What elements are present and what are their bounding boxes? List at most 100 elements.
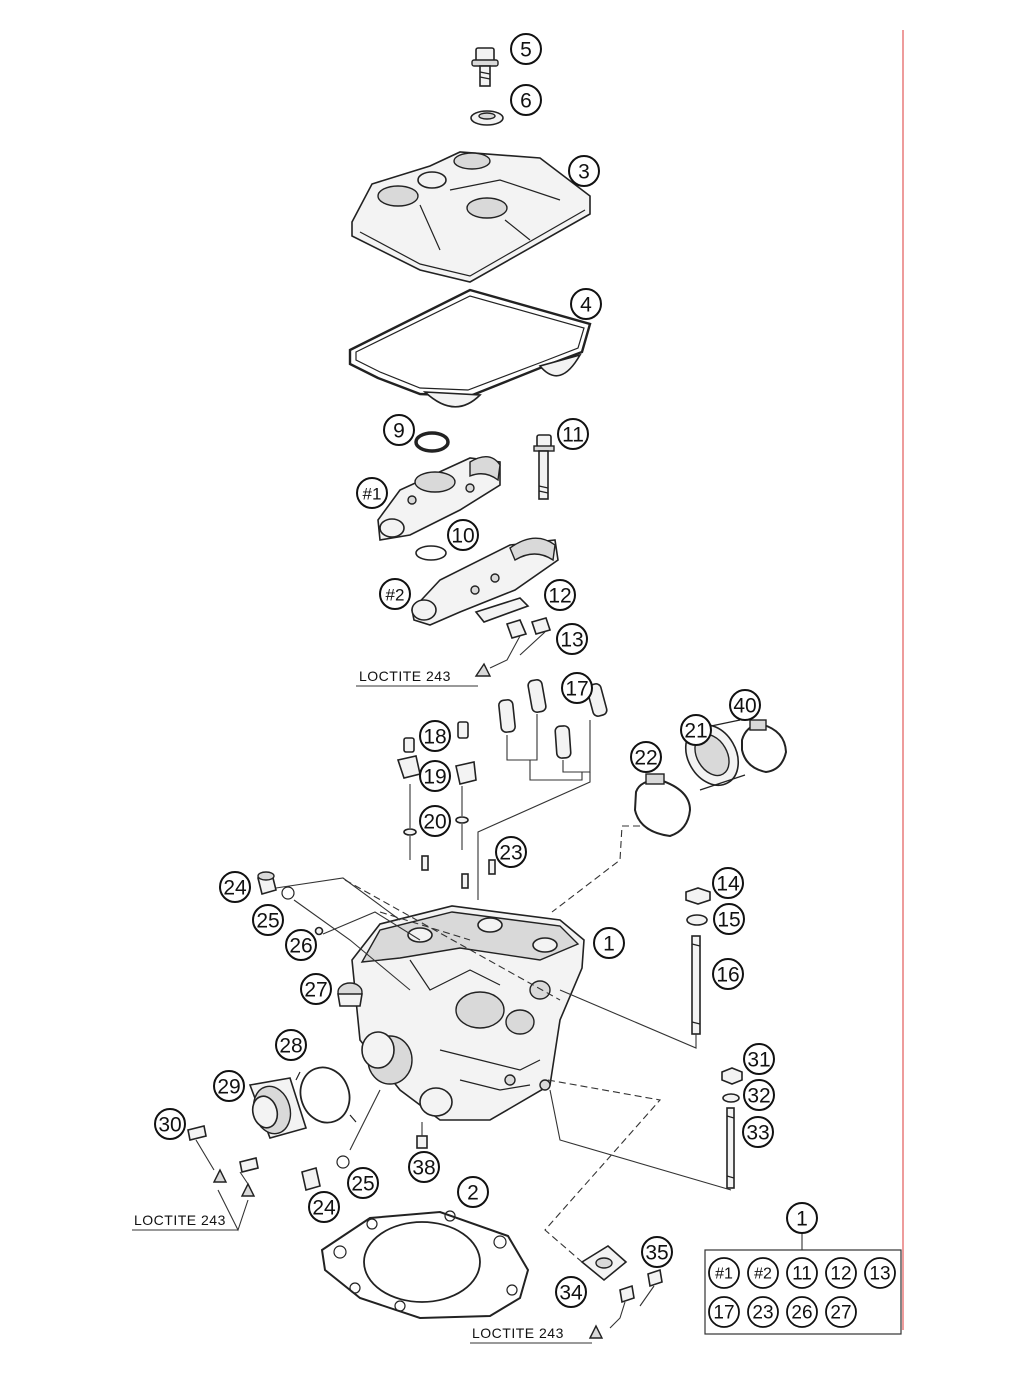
part-9-oring [414, 431, 450, 453]
part-16-stud [691, 935, 701, 1035]
callout-circle [252, 904, 284, 936]
callout-number: 38 [412, 1157, 435, 1180]
callout-18: 18 [419, 720, 451, 752]
callout-number: 18 [423, 726, 446, 749]
callout-number: 11 [562, 424, 584, 447]
callout-number: 9 [393, 420, 405, 443]
part-14-nut [685, 887, 711, 905]
callout-circle [630, 741, 662, 773]
part-10-oring [415, 545, 447, 561]
callout-40: 40 [729, 689, 761, 721]
callout-circle [510, 84, 542, 116]
part-bridge-2 [411, 537, 559, 626]
callout-H2: #2 [379, 578, 411, 610]
part-3-valve-cover [351, 151, 591, 283]
part-2-head-gasket [320, 1210, 530, 1320]
loctite-note-3: LOCTITE 243 [470, 1324, 604, 1344]
callout-11: 11 [557, 418, 589, 450]
kit-item: 23 [747, 1296, 779, 1328]
callout-number: 16 [716, 964, 739, 987]
kit-item: 11 [786, 1257, 818, 1289]
callout-circle [154, 1108, 186, 1140]
callout-35: 35 [641, 1236, 673, 1268]
part-24-plug-bottom [301, 1166, 321, 1192]
part-22-clamp [633, 773, 692, 838]
callout-4: 4 [570, 288, 602, 320]
callout-circle [593, 927, 625, 959]
callout-19: 19 [419, 760, 451, 792]
part-15-washer [686, 914, 708, 926]
callout-25b: 25 [347, 1167, 379, 1199]
callout-circle [419, 760, 451, 792]
callout-number: 25 [351, 1173, 374, 1196]
callout-5: 5 [510, 33, 542, 65]
callout-number: 12 [548, 585, 571, 608]
callout-number: 25 [256, 910, 279, 933]
callout-24b: 24 [308, 1191, 340, 1223]
callout-13: 13 [556, 623, 588, 655]
callout-number: 30 [158, 1114, 181, 1137]
callout-32: 32 [743, 1079, 775, 1111]
callout-number: 2 [467, 1182, 479, 1205]
callout-number: 28 [279, 1035, 302, 1058]
callout-circle [570, 288, 602, 320]
callout-number: 22 [634, 747, 657, 770]
callout-10: 10 [447, 519, 479, 551]
callout-6: 6 [510, 84, 542, 116]
part-29-flange [248, 1077, 308, 1139]
loctite-note-2: LOCTITE 243 [132, 1139, 256, 1232]
part-26-ball [314, 926, 324, 936]
part-6-washer [470, 110, 504, 126]
kit-item: 26 [786, 1296, 818, 1328]
loctite-label: LOCTITE 243 [472, 1325, 564, 1341]
kit-item: #2 [747, 1257, 779, 1289]
callout-number: 14 [716, 873, 740, 896]
callout-25a: 25 [252, 904, 284, 936]
callout-number: 5 [520, 39, 532, 62]
callout-number: 3 [578, 161, 590, 184]
callout-3: 3 [568, 155, 600, 187]
part-1-cylinder-head [351, 905, 585, 1121]
callout-circle [568, 155, 600, 187]
callout-number: 21 [684, 720, 707, 743]
kit-item-label: 11 [792, 1264, 812, 1285]
callout-9: 9 [383, 414, 415, 446]
part-38-plug [416, 1135, 428, 1149]
callout-number: 13 [560, 629, 583, 652]
loctite-label: LOCTITE 243 [134, 1212, 226, 1228]
callout-31: 31 [743, 1043, 775, 1075]
callout-number: 6 [520, 90, 532, 113]
callout-circle [213, 1070, 245, 1102]
callout-number: 26 [289, 935, 312, 958]
callout-number: 4 [580, 294, 592, 317]
part-27-plug [337, 982, 363, 1007]
callout-H1: #1 [356, 477, 388, 509]
callout-circle [729, 689, 761, 721]
callout-circle [742, 1116, 774, 1148]
callout-circle [510, 33, 542, 65]
callout-circle [447, 519, 479, 551]
callout-circle [680, 714, 712, 746]
callout-number: 32 [747, 1085, 770, 1108]
part-bridge-1 [377, 456, 501, 541]
callout-27: 27 [300, 973, 332, 1005]
kit-item-label: #2 [754, 1266, 772, 1283]
callout-29: 29 [213, 1070, 245, 1102]
callout-circle [556, 623, 588, 655]
kit-item: 17 [708, 1296, 740, 1328]
callout-circle [300, 973, 332, 1005]
callout-circle [712, 867, 744, 899]
kit-item-label: 12 [830, 1264, 851, 1285]
callout-circle [743, 1043, 775, 1075]
callout-circle [219, 871, 251, 903]
callout-number: 1 [603, 933, 615, 956]
callout-22: 22 [630, 741, 662, 773]
part-28-gasket [295, 1066, 357, 1124]
callout-number: 33 [746, 1122, 769, 1145]
part-5-bolt [471, 47, 499, 87]
part-18-screws [403, 721, 469, 753]
kit-item-label: 13 [869, 1264, 890, 1285]
callout-circle [712, 958, 744, 990]
kit-callout-number: 1 [786, 1202, 818, 1234]
callout-circle [561, 672, 593, 704]
